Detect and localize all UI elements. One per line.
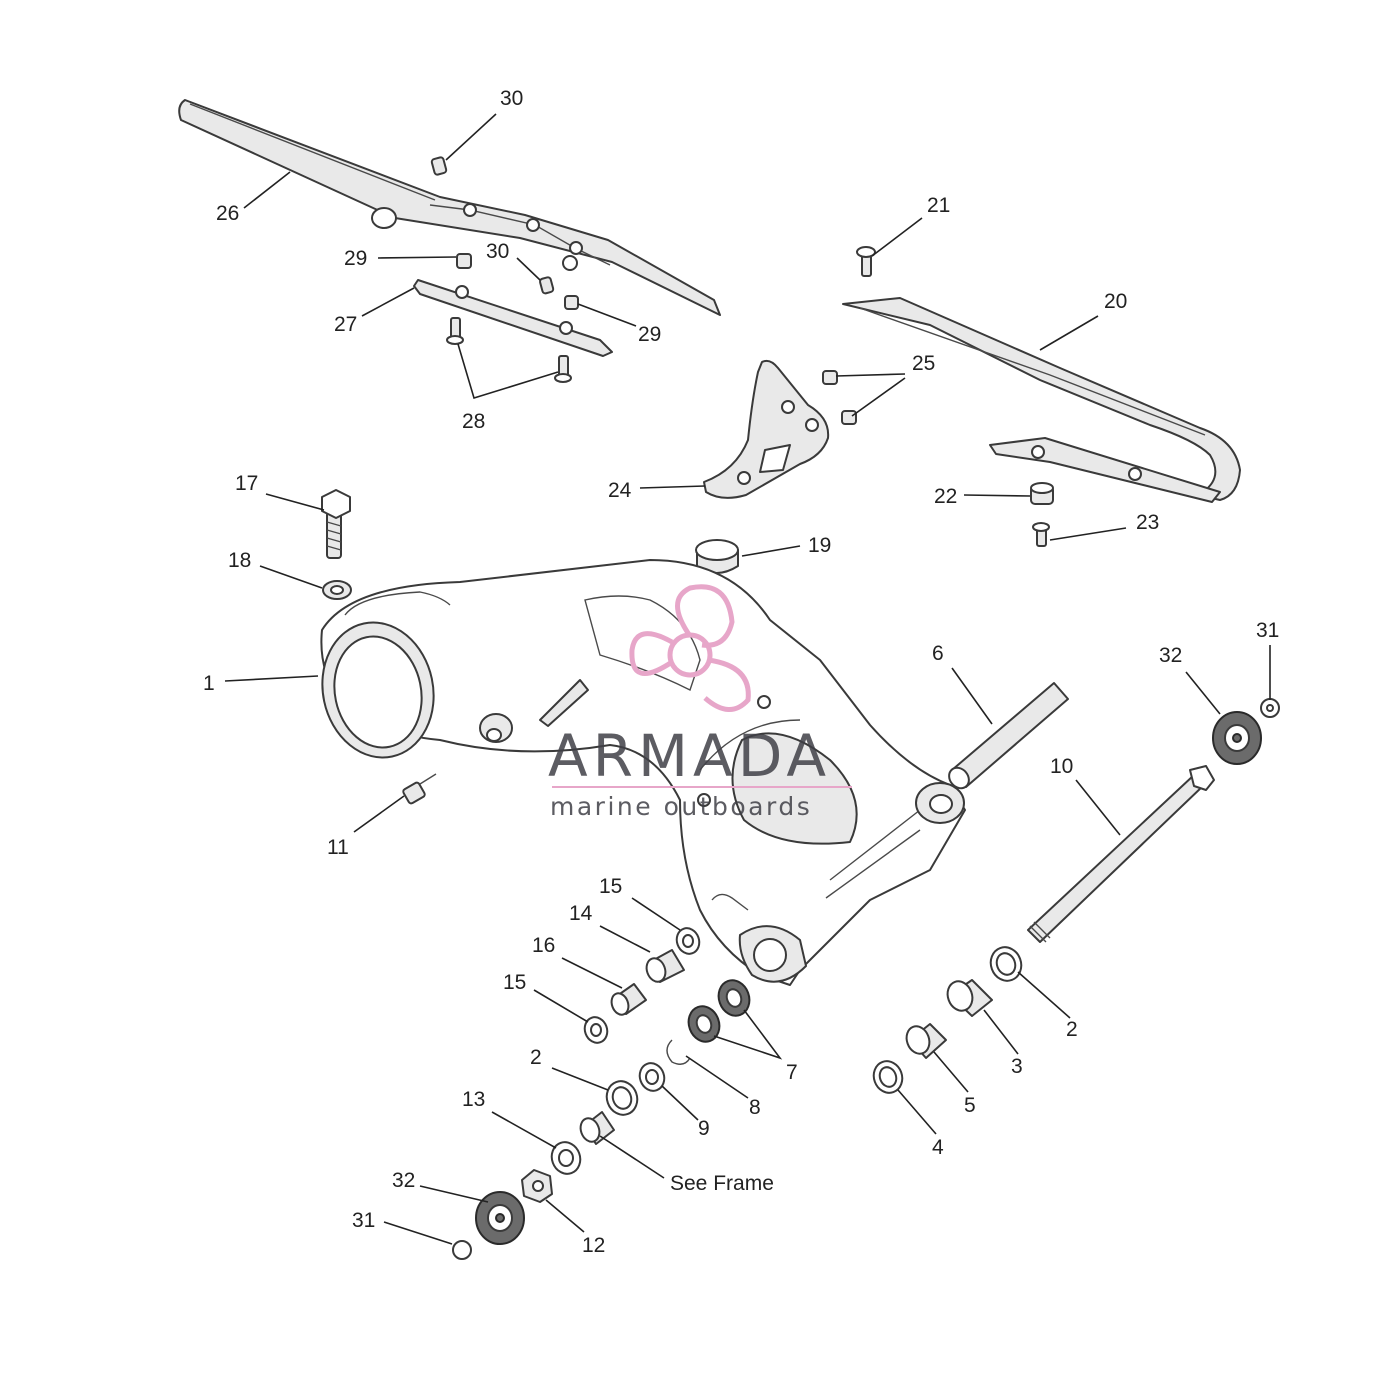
part-14-bush — [645, 949, 685, 983]
callout-27: 27 — [334, 313, 357, 336]
callout-29-right: 29 — [638, 323, 661, 346]
callout-11: 11 — [327, 836, 349, 859]
callout-13: 13 — [462, 1088, 485, 1111]
part-7-bearing-b — [687, 1005, 721, 1043]
part-30-screw-a — [430, 156, 448, 176]
callout-12: 12 — [582, 1234, 605, 1257]
part-12-nut — [521, 1169, 553, 1203]
watermark-tagline: marine outboards — [550, 792, 812, 821]
callout-32-right: 32 — [1159, 644, 1182, 667]
part-7-bearing-a — [717, 979, 751, 1017]
part-2-washer-left — [605, 1080, 639, 1116]
part-16-sleeve — [610, 983, 647, 1016]
frame-bush — [579, 1111, 615, 1145]
callout-7: 7 — [786, 1061, 798, 1084]
armada-propeller-logo — [629, 584, 751, 712]
callout-5: 5 — [964, 1094, 976, 1117]
part-30-screw-b — [539, 276, 555, 295]
leader-lines — [224, 113, 1271, 1245]
callout-18: 18 — [228, 549, 251, 572]
part-1-swingarm — [320, 559, 966, 986]
part-5-bush — [905, 1023, 947, 1059]
callout-21: 21 — [927, 194, 950, 217]
callout-30-top: 30 — [500, 87, 523, 110]
part-31-clip-right — [1260, 698, 1280, 718]
part-25-screw-b — [841, 410, 857, 425]
part-27-bracket — [413, 279, 613, 357]
part-20-chain-slider — [842, 297, 1241, 501]
part-32-cap-right — [1212, 711, 1262, 765]
callout-8: 8 — [749, 1096, 761, 1119]
part-11-screw — [402, 773, 437, 805]
callout-26: 26 — [216, 202, 239, 225]
part-8-circlip — [666, 1039, 691, 1065]
part-10-spindle — [1027, 765, 1215, 943]
part-26-chain-guard — [178, 99, 721, 316]
part-32-cap-left — [475, 1191, 525, 1245]
callout-29-left: 29 — [344, 247, 367, 270]
armada-watermark: ARMADA marine outboards — [548, 584, 852, 821]
part-28-screw-a — [446, 317, 464, 345]
part-20-lower-rail — [989, 437, 1221, 503]
callout-25: 25 — [912, 352, 935, 375]
part-29-nut-b — [564, 295, 579, 310]
callout-20: 20 — [1104, 290, 1127, 313]
part-15-washer-upper — [675, 927, 701, 955]
callout-24: 24 — [608, 479, 632, 502]
part-24-mounting-plate — [703, 359, 830, 499]
callout-17: 17 — [235, 472, 258, 495]
part-17-bolt — [321, 489, 351, 559]
callout-31-left: 31 — [352, 1209, 375, 1232]
callout-9: 9 — [698, 1117, 710, 1140]
callout-2-right: 2 — [1066, 1018, 1078, 1041]
callout-15-upper: 15 — [599, 875, 622, 898]
callout-23: 23 — [1136, 511, 1159, 534]
part-13-washer — [550, 1141, 582, 1175]
part-29-nut-a — [456, 253, 472, 269]
part-23-screw — [1032, 522, 1050, 547]
callout-2-left: 2 — [530, 1046, 542, 1069]
callout-16: 16 — [532, 934, 555, 957]
callout-10: 10 — [1050, 755, 1073, 778]
part-9-washer — [638, 1062, 666, 1092]
callout-3: 3 — [1011, 1055, 1023, 1078]
callout-6: 6 — [932, 642, 944, 665]
part-4-washer — [872, 1060, 904, 1094]
callout-19: 19 — [808, 534, 831, 557]
callout-30-mid: 30 — [486, 240, 509, 263]
part-28-screw-b — [554, 355, 572, 383]
part-21-screw — [856, 246, 876, 277]
part-2-washer-right — [989, 946, 1023, 982]
callout-1: 1 — [203, 672, 215, 695]
callout-22: 22 — [934, 485, 957, 508]
part-18-washer — [322, 580, 352, 600]
part-22-nut — [1030, 482, 1054, 505]
part-6-tube — [948, 682, 1069, 790]
see-frame-label: See Frame — [670, 1172, 774, 1195]
callout-14: 14 — [569, 902, 593, 925]
callout-28: 28 — [462, 410, 485, 433]
part-15-washer-lower — [583, 1016, 609, 1044]
callout-labels: 30 26 29 30 29 27 28 21 20 25 24 22 23 1… — [203, 87, 1279, 1257]
part-3-bush — [946, 979, 993, 1017]
part-31-clip-left — [452, 1240, 472, 1260]
part-25-screw-a — [822, 370, 838, 385]
callout-31-right: 31 — [1256, 619, 1279, 642]
callout-32-left: 32 — [392, 1169, 415, 1192]
callout-4: 4 — [932, 1136, 944, 1159]
callout-15-lower: 15 — [503, 971, 526, 994]
watermark-brand: ARMADA — [548, 722, 831, 790]
